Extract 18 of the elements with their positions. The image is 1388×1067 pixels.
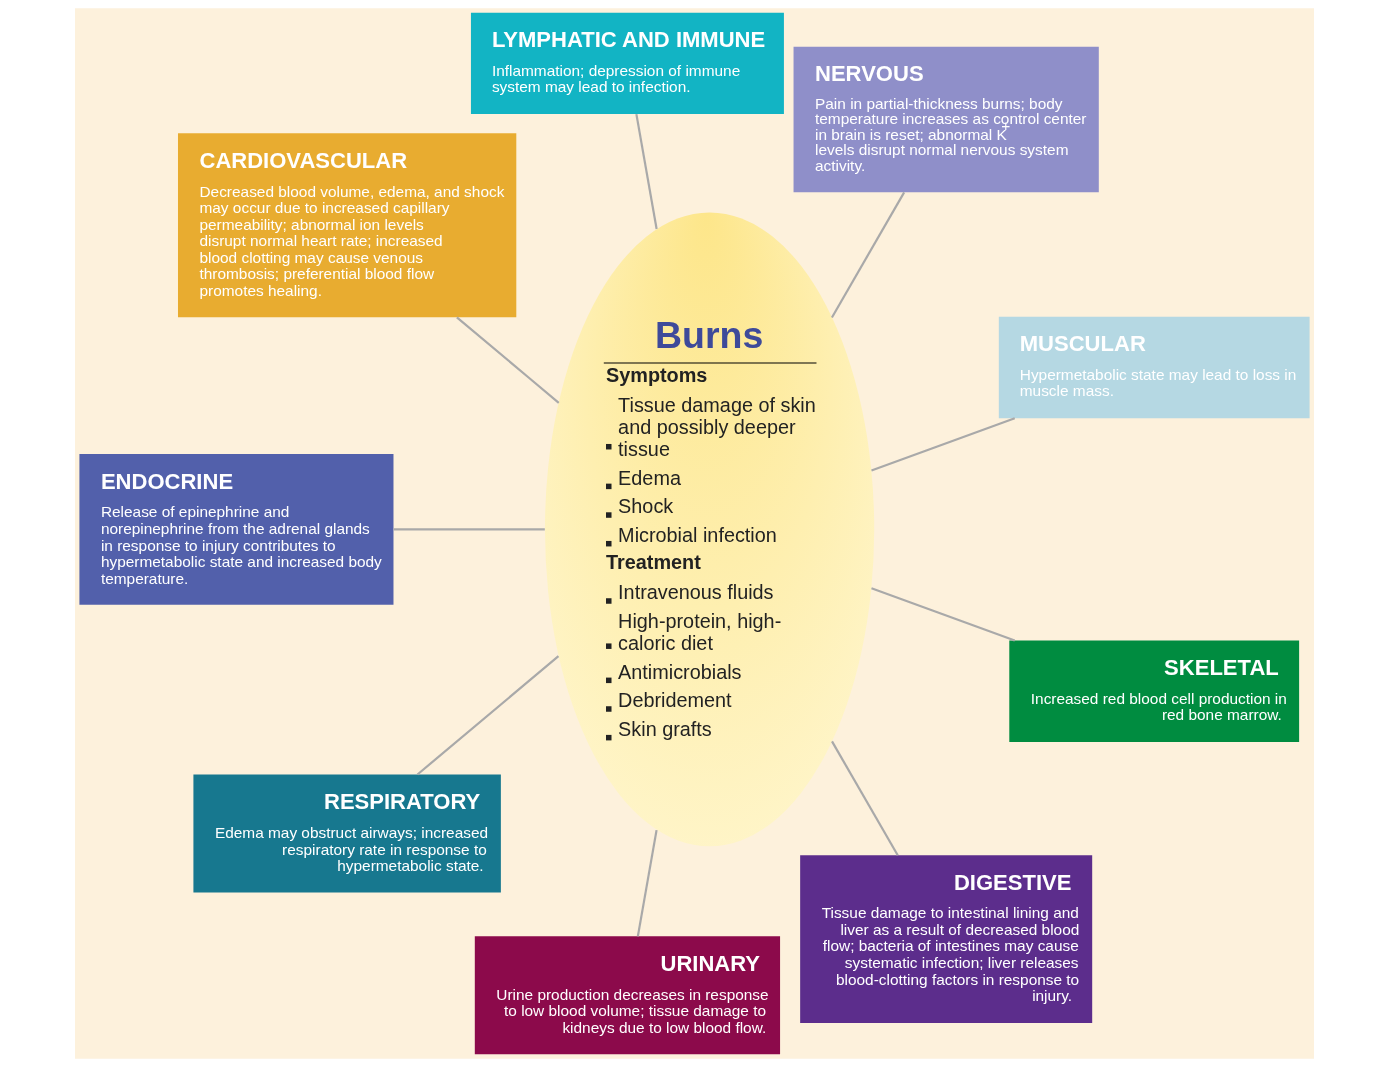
connector: [416, 655, 559, 776]
node-box: DIGESTIVE Tissue damage to intestinal lining and liver as a result of decreased blood flow; bacteria of intestines may cause systematic infection; liver releases blood-clotting factors in response to injury.: [799, 855, 1092, 1023]
node-box: CARDIOVASCULAR Decreased blood volume, edema, and shock may occur due to increased capillary permeability; abnormal ion levels disrupt normal heart rate; increased blood clotting may cause venous thrombosis; preferential blood flow promotes healing.: [177, 133, 516, 318]
node-box: SKELETAL Increased red blood cell production in red bone marrow.: [1008, 640, 1299, 742]
node-box: MUSCULAR Hypermetabolic state may lead to loss in muscle mass.: [998, 316, 1310, 419]
connector: [870, 587, 1015, 642]
connector: [830, 740, 899, 856]
connector: [393, 528, 545, 531]
node-box: LYMPHATIC AND IMMUNE Inflammation; depression of immune system may lead to infection.: [470, 12, 784, 115]
node-ellipse: Burns Symptoms Tissue damage of skin and possibly deeper tissue Edema Shock Microbial infection Treatment Intravenous fluids High-protein, high-caloric diet Antimicrobials Debridement Skin grafts: [544, 212, 874, 847]
connector: [830, 191, 905, 318]
connector: [636, 829, 658, 937]
connector: [870, 417, 1015, 472]
connector: [455, 316, 559, 404]
node-box: ENDOCRINE Release of epinephrine and norepinephrine from the adrenal glands in response to injury contributes to hypermetabolic state and increased body temperature.: [78, 453, 393, 605]
connector: [634, 113, 658, 230]
node-box: URINARY Urine production decreases in response to low blood volume; tissue damage to kidneys due to low blood flow.: [474, 936, 780, 1055]
node-box: RESPIRATORY Edema may obstruct airways; increased respiratory rate in response to hypermetabolic state.: [192, 774, 501, 893]
